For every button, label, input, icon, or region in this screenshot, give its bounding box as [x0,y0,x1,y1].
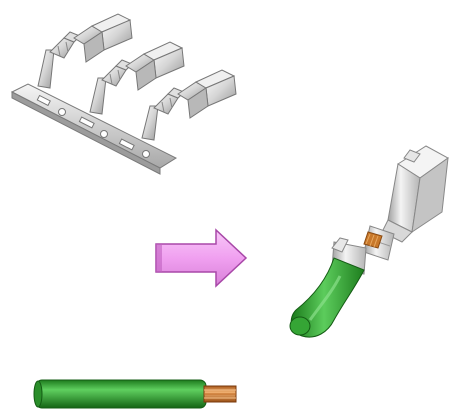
terminal-2 [89,41,185,115]
terminal-carrier-strip-icon [10,13,237,175]
insulated-wire-icon [33,379,237,409]
terminal-3 [141,69,237,141]
crimped-terminal-icon [289,145,449,338]
terminal-1 [37,13,133,89]
arrow-right-icon [155,228,248,288]
